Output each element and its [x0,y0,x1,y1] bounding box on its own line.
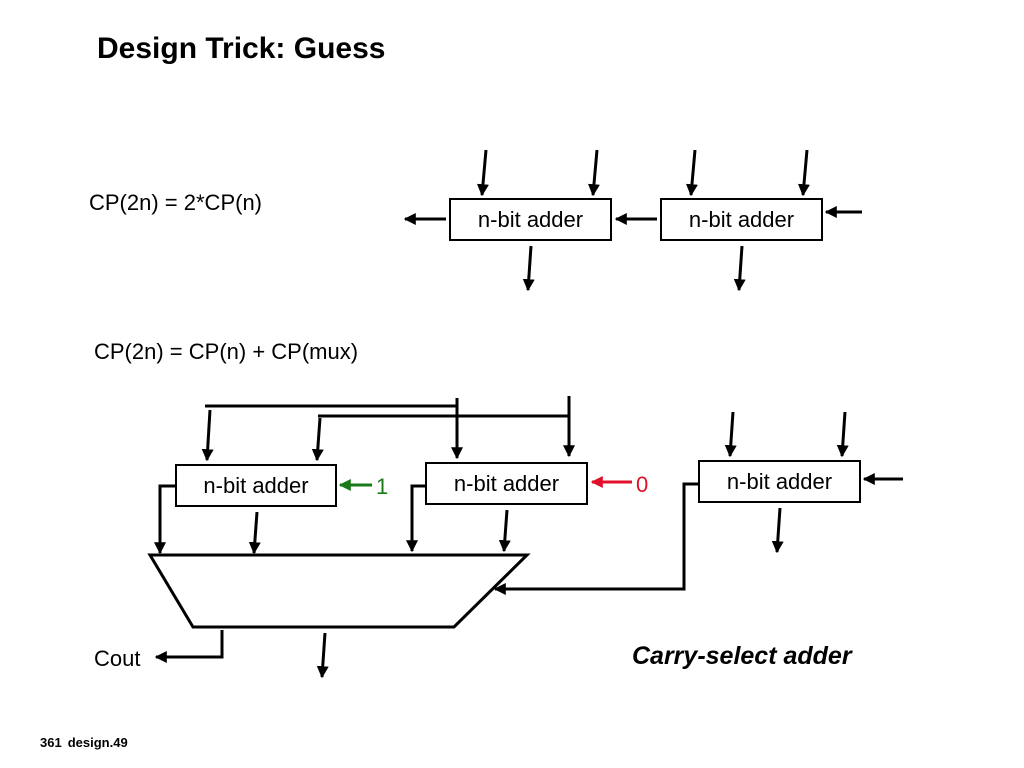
slide-title: Design Trick: Guess [97,32,386,65]
adder-box: n-bit adder [175,464,337,507]
carry-in-one-label: 1 [376,474,389,499]
ripple-adder-wires [403,149,862,292]
cout-label: Cout [94,646,141,671]
adder-box: n-bit adder [660,198,823,241]
select-equation: CP(2n) = CP(n) + CP(mux) [94,339,359,364]
ripple-equation: CP(2n) = 2*CP(n) [89,190,263,215]
slide-footer: 361 design.49 [40,735,134,750]
diagram-caption: Carry-select adder [632,642,852,670]
carry-in-zero-label: 0 [636,472,649,497]
adder-box: n-bit adder [425,462,588,505]
adder-box: n-bit adder [698,460,861,503]
slide-code: design.49 [67,735,128,750]
carry-select-wires [147,396,903,679]
page-number: 361 [40,735,62,750]
carry-in-arrows [338,476,632,491]
adder-box: n-bit adder [449,198,612,241]
multiplexer [147,553,531,629]
